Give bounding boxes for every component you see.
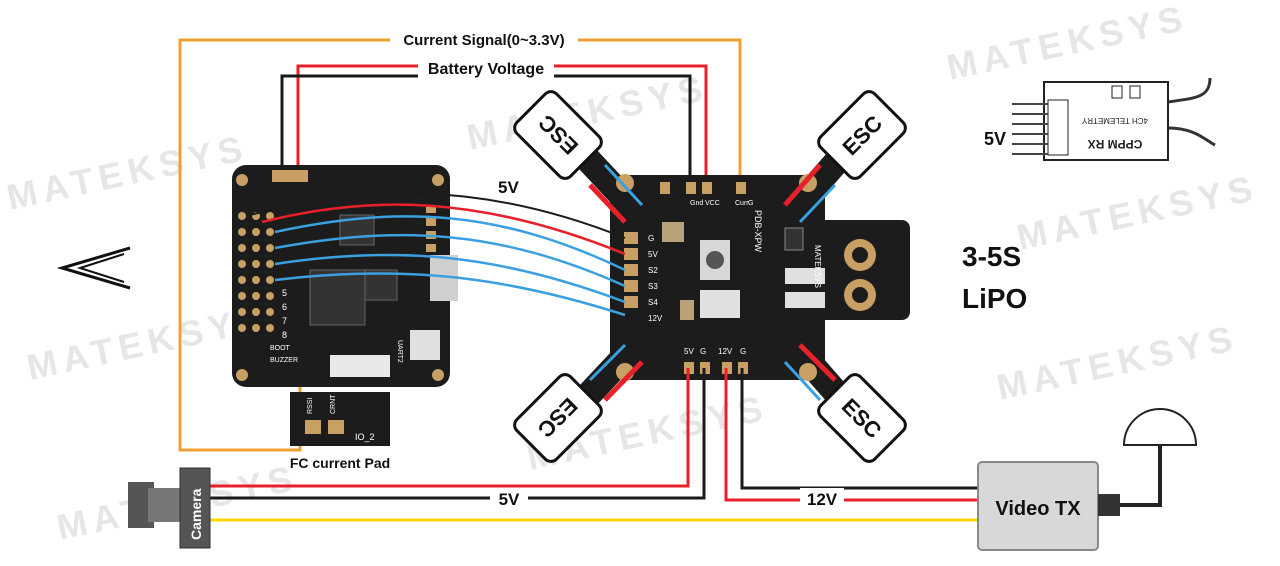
- receiver-pins: [1012, 103, 1048, 155]
- fc-mcu: [309, 269, 366, 326]
- fc-buzzer-text: BUZZER: [270, 357, 298, 364]
- fc-pad-board: [290, 392, 390, 446]
- fc-current-pad-inset: RSSI CRNT IO_2: [290, 392, 390, 446]
- receiver-antennas: [1167, 77, 1216, 147]
- video-tx-label: Video TX: [995, 498, 1081, 520]
- pdb-pad-left-5v: 5V: [648, 250, 658, 259]
- pdb-pad-left-s2: S2: [648, 266, 658, 275]
- battery-line2: LiPO: [962, 283, 1027, 314]
- io-text: IO_2: [355, 432, 375, 442]
- camera: Camera: [128, 467, 211, 549]
- pdb-pad-curr: Curr: [735, 200, 749, 207]
- camera-label: Camera: [188, 488, 204, 540]
- pdb-pad-bottom-g1: G: [700, 347, 706, 356]
- battery-line1: 3-5S: [962, 241, 1021, 272]
- pdb-pad-vcc: VCC: [705, 200, 720, 207]
- shunt-resistor: [785, 292, 825, 308]
- receiver-line2: 4CH TELEMETRY: [1081, 116, 1148, 125]
- fc-pin-6: 6: [282, 302, 287, 312]
- esc-pad: [799, 363, 817, 381]
- pdb-pad-left-s3: S3: [648, 282, 658, 291]
- antenna-icon: [1122, 408, 1198, 446]
- pdb-left-pads: [624, 232, 638, 308]
- current-signal-label-bg: [390, 28, 578, 50]
- pdb-pad-bottom-g2: G: [740, 347, 746, 356]
- receiver: 4CH TELEMETRY CPPM RX: [1012, 77, 1216, 161]
- esc-front-right: ESC: [817, 90, 907, 180]
- twelve-v-label-bg: [800, 488, 844, 510]
- camera-body: [179, 467, 211, 549]
- watermark: MATEKSYS: [1013, 167, 1262, 258]
- battery-voltage-label: Battery Voltage: [428, 61, 544, 78]
- fc-to-pdb-wires: [249, 192, 626, 317]
- twelve-v-label: 12V: [807, 490, 838, 509]
- pdb-pad-bottom-12v: 12V: [718, 347, 733, 356]
- shunt-resistor: [785, 268, 825, 284]
- forward-arrow-inner: [76, 253, 125, 283]
- receiver-pin-header: [1047, 99, 1069, 156]
- battery-voltage-label-bg: [418, 56, 554, 80]
- regulator: [700, 290, 740, 318]
- rssi-text: RSSI: [307, 398, 314, 414]
- fc-osd-chip: [364, 269, 398, 301]
- pdb-pad-left-g: G: [648, 234, 654, 243]
- five-v-bottom-label: 5V: [499, 490, 520, 509]
- crnt-text: CRNT: [330, 394, 337, 414]
- current-signal-label: Current Signal(0~3.3V): [403, 32, 564, 49]
- esc-front-left: ESC: [513, 90, 603, 180]
- fc-pin-5: 5: [282, 288, 287, 298]
- fc-current-pad-label: FC current Pad: [290, 455, 390, 471]
- antenna-cable: [1120, 445, 1162, 507]
- receiver-5v-label: 5V: [984, 129, 1006, 149]
- esc-pad: [616, 174, 634, 192]
- esc-rear-right: ESC: [817, 373, 907, 463]
- fc-pin-7: 7: [282, 316, 287, 326]
- five-v-top-label: 5V: [498, 178, 519, 197]
- capacitor: [662, 222, 684, 242]
- pdb-brand: MATEKSYS: [813, 245, 822, 288]
- receiver-line1: CPPM RX: [1088, 137, 1143, 151]
- watermark: MATEKSYS: [943, 0, 1192, 88]
- esc-rear-left: ESC: [513, 373, 603, 463]
- watermark: MATEKSYS: [3, 127, 252, 218]
- forward-arrow-icon: [56, 246, 131, 290]
- fc-uart-text: UART2: [396, 340, 403, 363]
- fc-pin-header: [238, 212, 274, 332]
- fc-boot-text: BOOT: [270, 345, 291, 352]
- crnt-pad: [328, 420, 344, 434]
- five-v-bottom-label-bg: [490, 488, 528, 510]
- fc-power-pads: [272, 170, 308, 182]
- pdb-pad-left-s4: S4: [648, 298, 658, 307]
- camera-video-wires: [205, 368, 980, 522]
- pdb-model: PDB-XPW: [753, 210, 763, 253]
- pdb-pad-gnd: Gnd: [690, 200, 703, 207]
- fc-pin-8: 8: [282, 330, 287, 340]
- esc-power-wires: [588, 163, 837, 402]
- pdb-pad-bottom-5v: 5V: [684, 347, 694, 356]
- video-tx: Video TX: [977, 408, 1198, 551]
- watermark: MATEKSYS: [993, 317, 1242, 408]
- rssi-pad: [305, 420, 321, 434]
- pdb-pad-left-12v: 12V: [648, 314, 663, 323]
- antenna-connector: [1098, 494, 1120, 516]
- pdb-pad-g: G: [748, 200, 753, 207]
- pdb-board: + Gnd VCC Curr G G 5V S2 S3 S4: [610, 174, 910, 381]
- fc-connector: [330, 355, 390, 377]
- plus-marking: +: [843, 317, 852, 334]
